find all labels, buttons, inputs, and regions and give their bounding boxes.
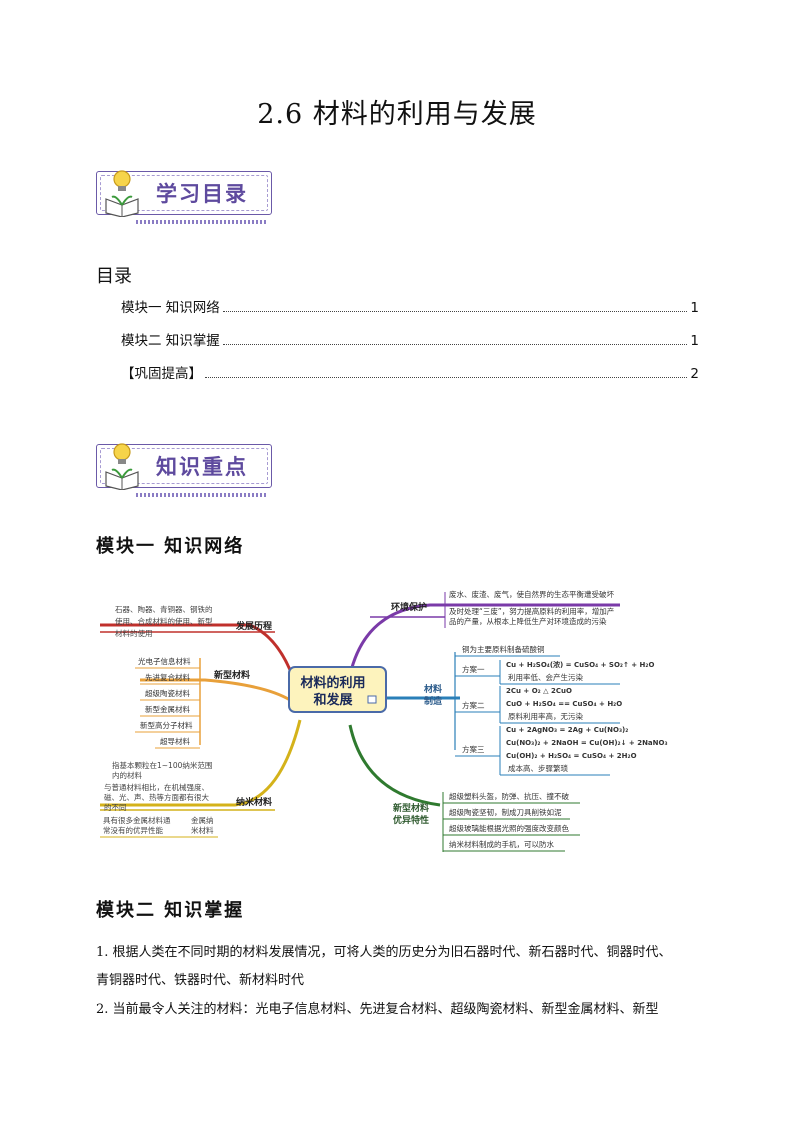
toc-item-page: 1 <box>690 333 699 349</box>
paragraph: 2. 当前最令人关注的材料：光电子信息材料、先进复合材料、超级陶瓷材料、新型金属… <box>96 1002 659 1017</box>
nano-label: 纳米材料 <box>236 796 272 808</box>
key-points-banner-label: 知识重点 <box>156 455 248 479</box>
toc-item-page: 1 <box>690 300 699 316</box>
toc-heading: 目录 <box>96 266 132 287</box>
plan-equation: CuO + H₂SO₄ == CuSO₄ + H₂O <box>506 700 622 708</box>
make-label: 材料 <box>423 683 442 695</box>
toc-item-label: 【巩固提高】 <box>121 366 202 382</box>
new-material-item: 新型金属材料 <box>145 704 190 714</box>
history-text: 材料的使用 <box>115 628 153 638</box>
paragraph: 1. 根据人类在不同时期的材料发展情况，可将人类的历史分为旧石器时代、新石器时代… <box>96 945 672 960</box>
plan-name: 方案三 <box>462 744 485 754</box>
plan-equation: Cu(OH)₂ + H₂SO₄ = CuSO₄ + 2H₂O <box>506 752 637 760</box>
new-material-item: 光电子信息材料 <box>138 656 191 666</box>
new-materials-label: 新型材料 <box>214 669 250 681</box>
plan-equation: 2Cu + O₂ △ 2CuO <box>506 687 572 695</box>
mindmap-center-line1: 材料的利用 <box>300 675 365 691</box>
nano-metal-label: 金属纳 <box>191 815 214 825</box>
env-item: 品的产量，从根本上降低生产对环境造成的污染 <box>449 616 607 626</box>
history-text: 使用、合成材料的使用、新型 <box>115 616 213 626</box>
new-material-item: 新型高分子材料 <box>140 720 193 730</box>
lightbulb-book-icon <box>105 170 139 217</box>
history-text: 石器、陶器、青铜器、钢铁的 <box>115 604 213 614</box>
new-material-item: 先进复合材料 <box>145 672 190 682</box>
env-item: 废水、废渣、废气，使自然界的生态平衡遭受破坏 <box>449 589 614 599</box>
plan-note: 成本高、步骤繁琐 <box>508 763 568 773</box>
plan-equation: Cu + 2AgNO₃ = 2Ag + Cu(NO₃)₂ <box>506 726 628 734</box>
page-title: 2.6 材料的利用与发展 <box>257 99 537 130</box>
toc-item[interactable]: 模块二 知识掌握 1 <box>121 331 699 349</box>
plan-equation: Cu + H₂SO₄(浓) = CuSO₄ + SO₂↑ + H₂O <box>506 660 654 669</box>
plan-name: 方案二 <box>462 700 485 710</box>
nano-compare: 与普通材料相比，在机械强度、 <box>104 782 209 792</box>
mind-map: 材料的利用 和发展 发展历程 石器、陶器、青铜器、钢铁的 使用、合成材料的使用、… <box>100 589 668 852</box>
toc-item[interactable]: 模块一 知识网络 1 <box>121 298 699 316</box>
toc-banner-label: 学习目录 <box>156 182 248 206</box>
excel-item: 超级塑料头盔，防弹、抗压、撞不破 <box>449 791 569 801</box>
plan-note: 原料利用率高，无污染 <box>508 711 583 721</box>
paragraph: 青铜器时代、铁器时代、新材料时代 <box>96 973 305 988</box>
plan-note: 利用率低、会产生污染 <box>508 672 583 682</box>
nano-def: 内的材料 <box>112 770 142 780</box>
mindmap-center-line2: 和发展 <box>313 692 353 708</box>
toc-item-page: 2 <box>690 366 699 382</box>
excel-label: 新型材料 <box>393 802 429 814</box>
nano-metal-text: 具有很多金属材料通 <box>103 815 171 825</box>
module1-heading: 模块一 知识网络 <box>96 536 245 557</box>
new-material-item: 超级陶瓷材料 <box>145 688 190 698</box>
excel-item: 超级陶瓷坚韧，制成刀具削铁如泥 <box>449 807 562 817</box>
toc-item-label: 模块二 知识掌握 <box>121 333 220 349</box>
history-label: 发展历程 <box>235 620 272 632</box>
mindmap-center <box>288 666 387 713</box>
key-points-banner: 知识重点 <box>96 443 272 497</box>
nano-metal-label: 米材料 <box>191 825 214 835</box>
module2-heading: 模块二 知识掌握 <box>96 900 245 921</box>
toc-banner: 学习目录 <box>96 170 272 224</box>
env-label: 环境保护 <box>391 601 427 613</box>
lightbulb-book-icon <box>105 443 139 490</box>
new-material-item: 超导材料 <box>160 736 190 746</box>
toc-item[interactable]: 【巩固提高】 2 <box>121 364 699 382</box>
note-icon <box>367 695 377 704</box>
make-top: 铜为主要原料制备硫酸铜 <box>462 644 545 654</box>
nano-compare: 磁、光、声、热等方面都有很大 <box>104 792 209 802</box>
excel-label: 优异特性 <box>393 814 429 826</box>
plan-equation: Cu(NO₃)₂ + 2NaOH = Cu(OH)₂↓ + 2NaNO₃ <box>506 739 668 747</box>
plan-name: 方案一 <box>462 664 485 674</box>
nano-metal-text: 常没有的优异性能 <box>103 825 163 835</box>
excel-item: 纳米材料制成的手机，可以防水 <box>449 839 554 849</box>
excel-item: 超级玻璃能根据光照的强度改变颜色 <box>449 823 569 833</box>
nano-def: 指基本颗粒在1~100纳米范围 <box>112 760 212 770</box>
toc-item-label: 模块一 知识网络 <box>121 300 220 316</box>
make-label: 制造 <box>424 695 443 707</box>
nano-compare: 的不同 <box>104 802 127 812</box>
env-item: 及时处理“三废”，努力提高原料的利用率，增加产 <box>449 606 614 616</box>
